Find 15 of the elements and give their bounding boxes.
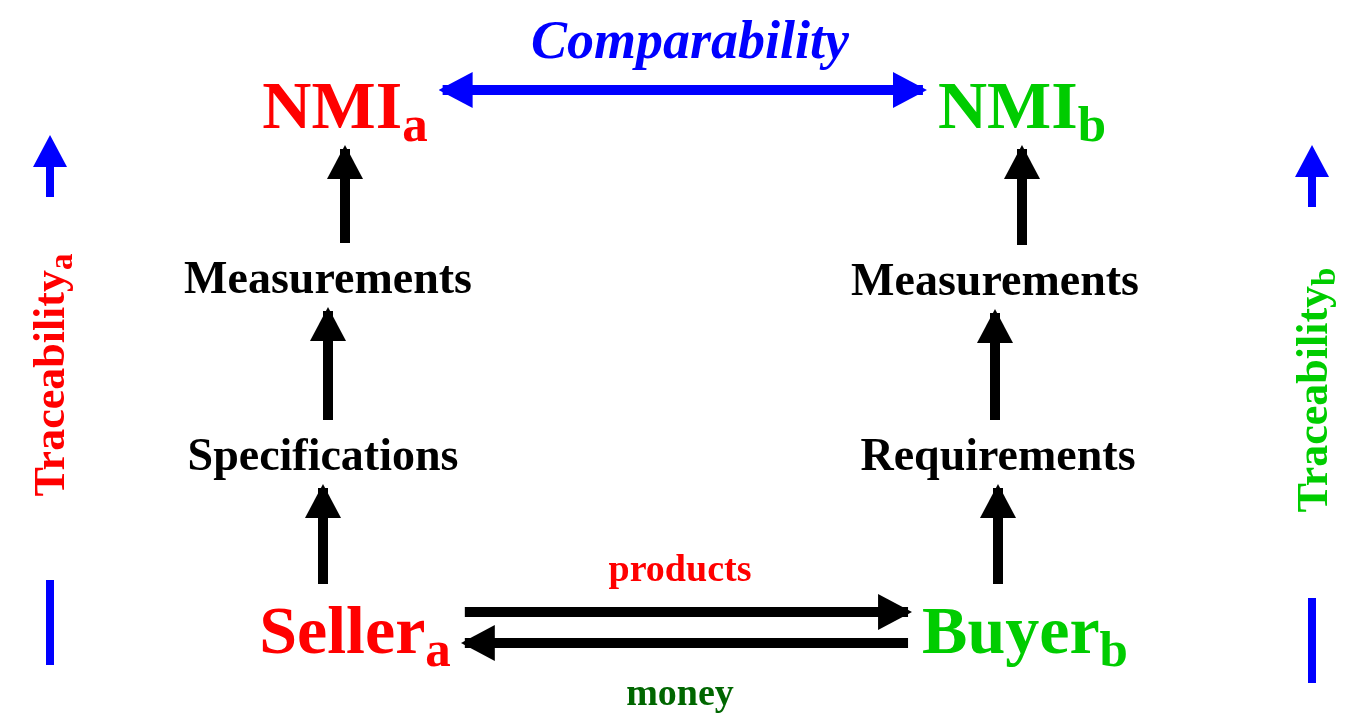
node-label: Measurements [851,257,1139,303]
arrow [977,309,1013,420]
arrow [464,594,913,630]
arrow [460,625,909,661]
node-label: Measurements [184,255,472,301]
arrow [1004,145,1040,245]
arrow [305,484,341,584]
edge-label: money [626,673,734,711]
node-label: Requirements [860,432,1136,478]
arrow [438,72,927,108]
edge-label: products [608,549,752,587]
node-label: Specifications [187,432,459,478]
arrow [310,307,346,420]
arrow [980,484,1016,584]
arrow [327,145,363,243]
